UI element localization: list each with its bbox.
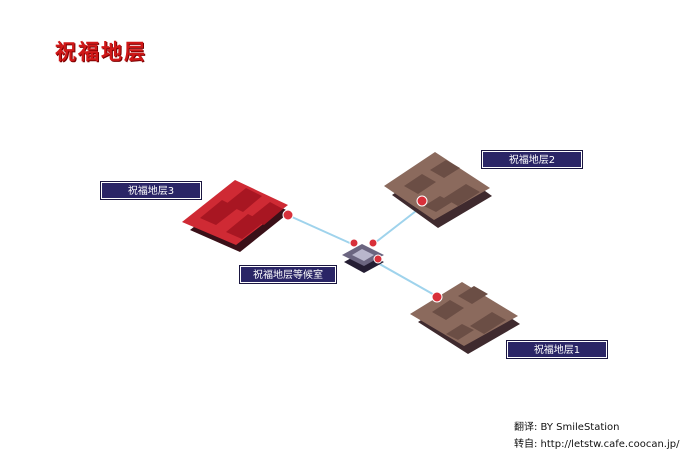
path-to-floor1 — [375, 261, 439, 298]
credits: 翻译: BY SmileStation 转自: http://letstw.ca… — [514, 419, 679, 453]
connection-lines — [291, 210, 439, 298]
floor2-label: 祝福地层2 — [481, 150, 583, 169]
waiting-room-label: 祝福地层等候室 — [239, 265, 337, 284]
floor1-room[interactable] — [410, 282, 520, 354]
floor2-room[interactable] — [384, 152, 492, 228]
path-to-floor3 — [291, 216, 353, 245]
map-title: 祝福地层 — [55, 39, 147, 64]
path-to-floor2 — [375, 210, 417, 243]
waiting-room[interactable] — [342, 238, 384, 273]
source-credit: 转自: http://letstw.cafe.coocan.jp/ — [514, 439, 680, 450]
translator-credit: 翻译: BY SmileStation — [514, 422, 620, 433]
floor1-label: 祝福地层1 — [506, 340, 608, 359]
floor3-label: 祝福地层3 — [100, 181, 202, 200]
floor3-room[interactable] — [182, 180, 294, 252]
